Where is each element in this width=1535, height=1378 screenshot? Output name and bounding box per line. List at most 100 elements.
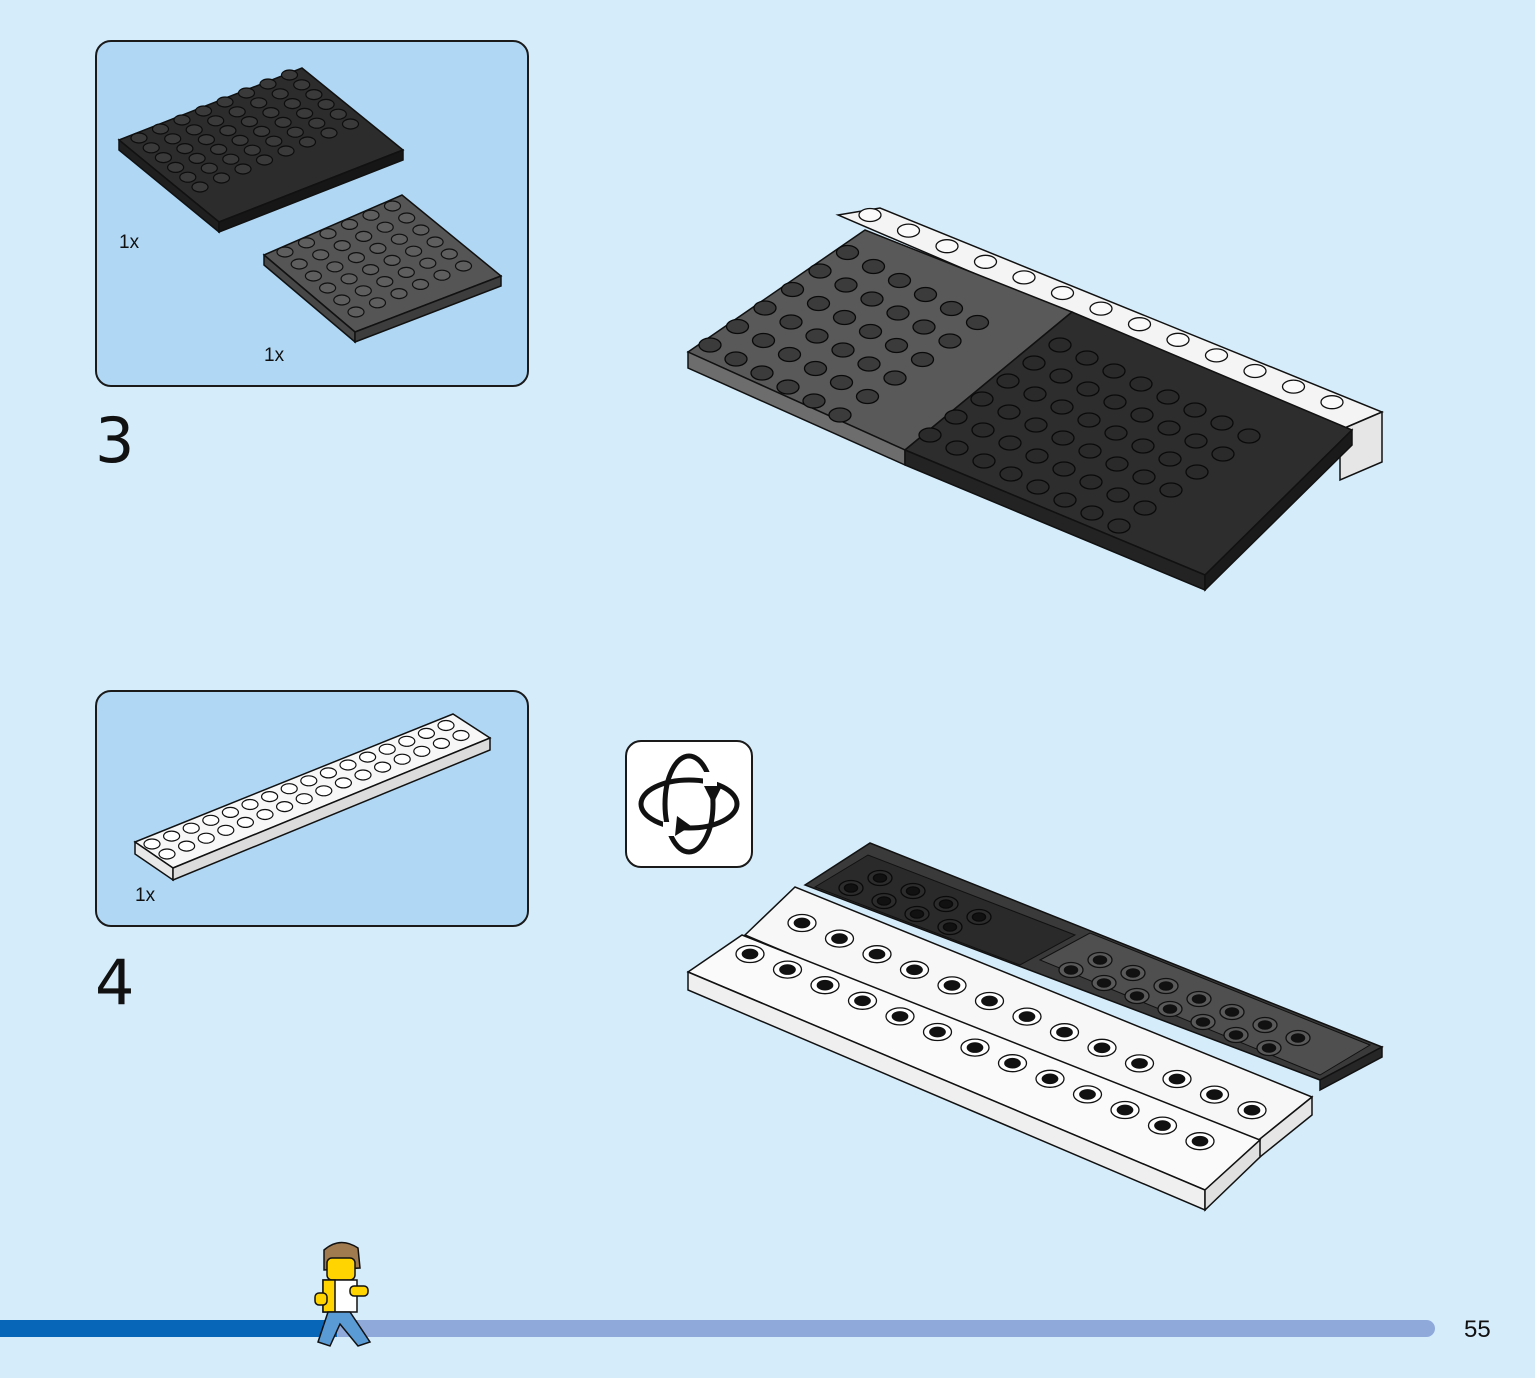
tube-hole [905,886,921,896]
stud [274,116,292,129]
stud [1051,430,1075,446]
tube-hole [1206,1089,1223,1100]
stud [997,404,1021,420]
stud [405,245,423,257]
stud [177,840,196,852]
tube-hole [1168,1073,1186,1085]
stud [319,767,337,779]
stud [432,737,450,750]
tube-hole [793,917,811,929]
tube-hole [816,979,834,991]
stud [1210,415,1234,431]
stud [1103,394,1127,410]
stud [411,278,430,290]
stud [777,346,802,363]
stud [1107,518,1131,534]
tube-hole [1092,955,1108,965]
stud [776,379,800,395]
stud [390,288,408,300]
stud [1320,395,1344,410]
stud [166,161,185,174]
stud [1159,482,1183,498]
dark-grey-plate-6x6-part [262,194,503,344]
stud [176,142,194,155]
stud [1204,348,1229,363]
stud [1185,464,1209,480]
tube-hole [1257,1020,1273,1030]
stud [1053,492,1077,508]
stud [250,97,268,109]
stud [1049,368,1073,384]
stud [1131,438,1155,454]
tube-hole [942,922,958,932]
stud [333,294,351,306]
stud [1026,479,1050,495]
stud [368,297,387,309]
stud [271,88,289,100]
stud [1012,270,1036,285]
tube-hole [1041,1073,1059,1085]
tube-hole [1158,981,1174,991]
stud [276,246,294,258]
stud [1102,363,1126,379]
stud [835,244,860,261]
tube-hole [779,964,796,975]
tube-hole [1195,1017,1211,1027]
stud [413,745,431,757]
stud [374,761,392,773]
stud [261,790,279,803]
stud [256,808,274,821]
stud [1184,433,1208,449]
stud [1080,505,1104,521]
stud [333,240,351,252]
stud [200,162,218,174]
stud [182,822,200,834]
stud [354,285,372,297]
tube-hole [981,995,998,1007]
stud [1104,425,1128,441]
stud [857,356,881,372]
tube-hole [1243,1104,1261,1116]
stud [1075,350,1099,366]
stud [973,254,998,269]
stud [884,337,909,354]
stud [340,273,358,285]
stud [972,453,996,469]
stud [1237,428,1261,444]
stud [437,719,455,732]
step-4-assembly-illustration [686,842,1384,1212]
stud [312,249,330,261]
black-plate-6x8-part [117,67,405,234]
tube-hole [1018,1011,1036,1022]
stud [1048,337,1072,353]
stud [808,263,832,279]
stud [207,115,225,127]
stud [222,153,240,165]
tube-hole [1224,1007,1240,1017]
stud [280,69,299,81]
tube-hole [1129,991,1145,1001]
stud [802,393,826,409]
stud [1166,332,1190,347]
stud [751,332,776,349]
stud [858,207,882,223]
stud [234,163,252,175]
stud [329,108,347,120]
stud [253,125,271,138]
tube-hole [831,933,848,944]
tube-hole [971,912,987,922]
stud [217,824,235,836]
stud [236,816,254,828]
stud [297,237,316,249]
stud [918,427,942,443]
tube-hole [1261,1043,1277,1053]
stud [290,258,308,270]
stud [355,230,373,242]
stud [1183,402,1207,418]
stud [883,370,907,386]
tube-hole [943,980,961,991]
stud [944,409,968,425]
stud [1024,417,1048,433]
stud [243,144,261,156]
stud [1025,448,1049,464]
